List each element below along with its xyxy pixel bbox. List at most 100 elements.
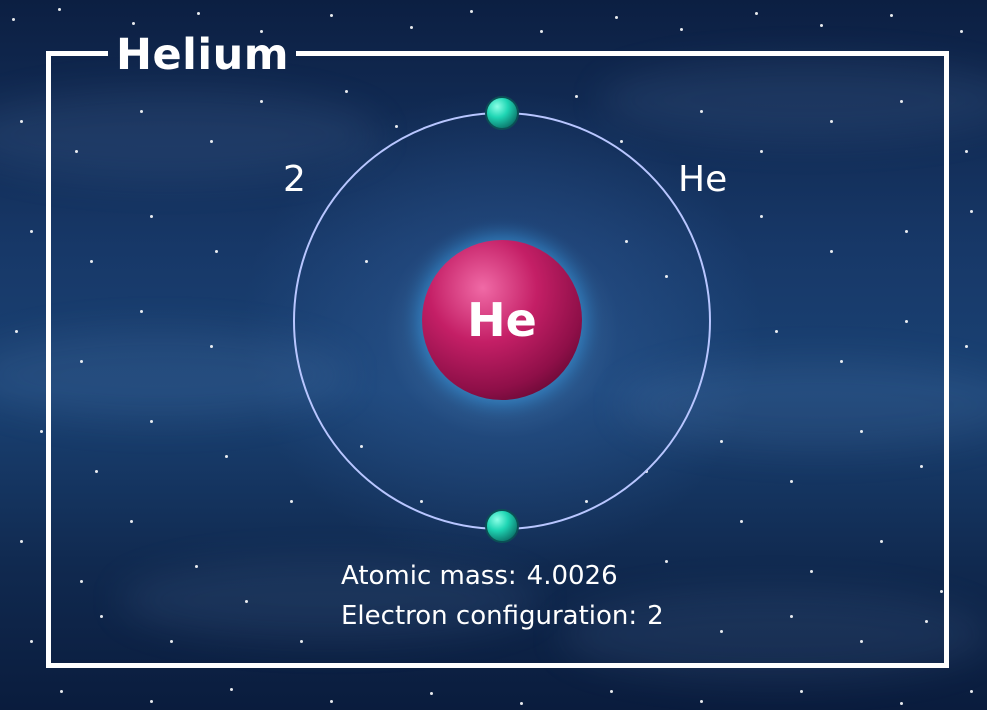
star <box>680 28 683 31</box>
electron-configuration-label: Electron configuration: <box>341 601 638 631</box>
star <box>890 14 893 17</box>
star <box>540 30 543 33</box>
star <box>920 465 923 468</box>
star <box>360 445 363 448</box>
star <box>140 110 143 113</box>
star <box>760 215 763 218</box>
star <box>195 565 198 568</box>
star <box>470 10 473 13</box>
star <box>905 320 908 323</box>
frame-border-top-left <box>46 51 108 56</box>
star <box>900 100 903 103</box>
star <box>760 150 763 153</box>
star <box>925 620 928 623</box>
star <box>620 140 623 143</box>
star <box>80 360 83 363</box>
star <box>140 310 143 313</box>
star <box>170 640 173 643</box>
star <box>520 702 523 705</box>
star <box>150 700 153 703</box>
star <box>290 500 293 503</box>
star <box>585 500 588 503</box>
atomic-mass-value: 4.0026 <box>526 561 618 591</box>
star <box>130 520 133 523</box>
star <box>215 250 218 253</box>
star <box>20 120 23 123</box>
star <box>970 690 973 693</box>
star <box>900 702 903 705</box>
star <box>625 240 628 243</box>
star <box>30 230 33 233</box>
star <box>245 600 248 603</box>
atomic-mass-line: Atomic mass: 4.0026 <box>341 556 664 596</box>
star <box>58 8 61 11</box>
star <box>40 430 43 433</box>
star <box>755 12 758 15</box>
star <box>395 125 398 128</box>
frame-border-left <box>46 51 51 668</box>
frame-border-top-right <box>296 51 949 56</box>
star <box>830 250 833 253</box>
star <box>95 470 98 473</box>
nucleus <box>422 240 582 400</box>
star <box>150 215 153 218</box>
star <box>210 345 213 348</box>
star <box>30 640 33 643</box>
star <box>740 520 743 523</box>
star <box>665 560 668 563</box>
frame-border-bottom <box>46 663 949 668</box>
star <box>810 570 813 573</box>
star <box>260 100 263 103</box>
star <box>75 150 78 153</box>
electron-configuration-line: Electron configuration:2 <box>341 596 664 636</box>
star <box>300 640 303 643</box>
star <box>700 110 703 113</box>
star <box>365 260 368 263</box>
star <box>840 360 843 363</box>
star <box>970 210 973 213</box>
star <box>410 26 413 29</box>
star <box>860 430 863 433</box>
star <box>880 540 883 543</box>
atomic-number: 2 <box>283 159 306 200</box>
element-name-title: Helium <box>116 30 290 80</box>
star <box>345 90 348 93</box>
star <box>720 630 723 633</box>
star <box>260 30 263 33</box>
element-info: Atomic mass: 4.0026 Electron configuratio… <box>341 556 664 636</box>
star <box>330 14 333 17</box>
element-symbol: He <box>678 159 728 200</box>
star <box>610 690 613 693</box>
star <box>700 700 703 703</box>
star <box>100 615 103 618</box>
star <box>197 12 200 15</box>
star <box>965 150 968 153</box>
star <box>330 700 333 703</box>
star <box>720 440 723 443</box>
star <box>60 690 63 693</box>
star <box>615 16 618 19</box>
star <box>90 260 93 263</box>
star <box>665 275 668 278</box>
star <box>965 345 968 348</box>
star <box>860 640 863 643</box>
star <box>905 230 908 233</box>
star <box>830 120 833 123</box>
star <box>960 30 963 33</box>
star <box>940 590 943 593</box>
star <box>430 692 433 695</box>
star <box>230 688 233 691</box>
star <box>225 455 228 458</box>
star <box>790 615 793 618</box>
star <box>420 500 423 503</box>
star <box>800 690 803 693</box>
electron-top <box>485 96 519 130</box>
star <box>132 22 135 25</box>
atomic-mass-label: Atomic mass: <box>341 561 517 591</box>
electron-bottom <box>485 509 519 543</box>
star <box>80 580 83 583</box>
star <box>20 540 23 543</box>
star <box>150 420 153 423</box>
